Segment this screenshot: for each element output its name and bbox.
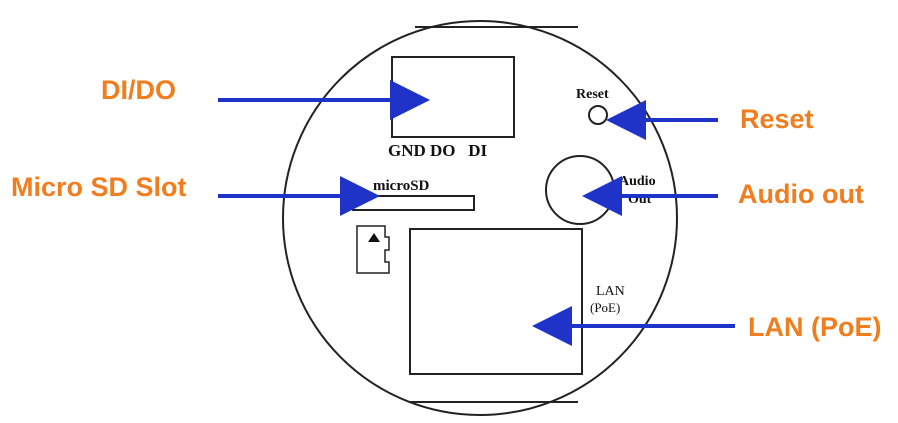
lan-device-label-line2: (PoE) [590, 300, 620, 315]
lan-port [409, 228, 583, 375]
microsd-slot [352, 195, 475, 211]
camera-housing-outline [282, 20, 678, 416]
dido-terminal-block [391, 56, 515, 138]
lan-device-label-line1: LAN [596, 284, 625, 299]
audio-out-jack [545, 155, 615, 225]
reset-callout: Reset [740, 104, 814, 134]
microsd-callout: Micro SD Slot [11, 172, 187, 202]
reset-device-label: Reset [576, 87, 609, 102]
lan-callout: LAN (PoE) [748, 312, 882, 342]
audio-callout: Audio out [738, 179, 864, 209]
micro-sd-card-icon [356, 225, 390, 274]
triangle-up-icon [368, 233, 380, 242]
reset-button [588, 105, 608, 125]
dido-callout: DI/DO [101, 75, 177, 105]
pin-labels: GND DO DI [388, 141, 488, 160]
audio-device-label-line1: Audio [619, 174, 656, 189]
microsd-device-label: microSD [373, 178, 430, 194]
